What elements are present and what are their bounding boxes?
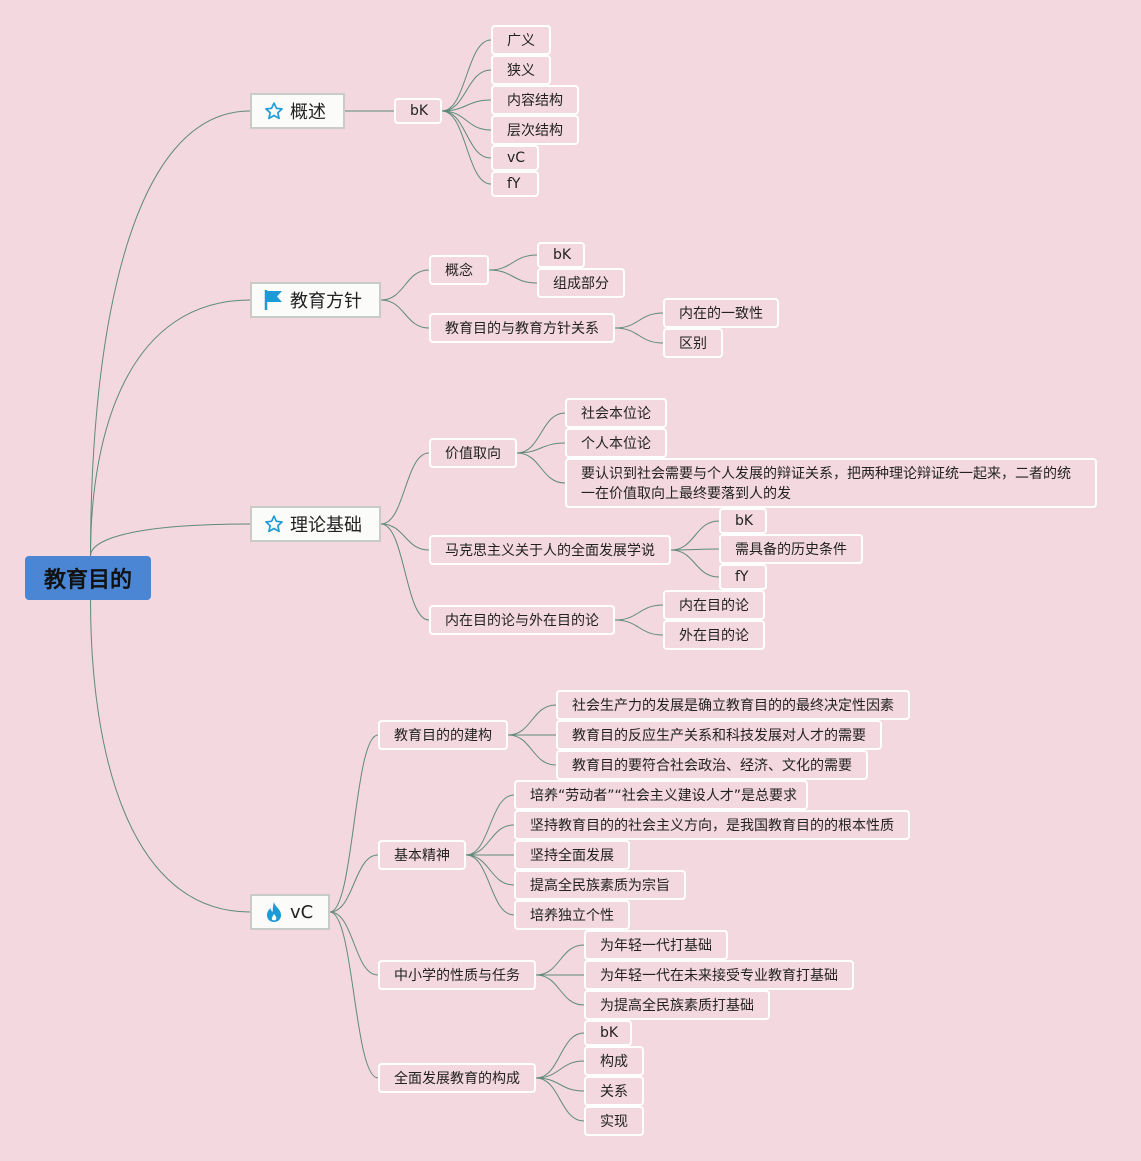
vc-school-item[interactable]: 为年轻一代在未来接受专业教育打基础 [584,960,854,990]
overview-item[interactable]: fY [491,171,539,197]
branch-label: 理论基础 [290,515,362,536]
connector [90,523,251,557]
overview-item[interactable]: 层次结构 [491,115,579,145]
connector [535,1032,585,1079]
flag-icon [262,288,286,312]
connector [90,299,251,557]
connector [614,312,664,329]
connector [535,1077,585,1122]
connector [516,452,566,484]
connector [380,269,430,301]
connector [441,110,492,131]
vc-spirit-item[interactable]: 坚持教育目的的社会主义方向，是我国教育目的的根本性质 [514,810,910,840]
vc-whole[interactable]: 全面发展教育的构成 [378,1063,536,1093]
branch-label: 概述 [290,102,326,123]
branch-label: 教育方针 [290,291,362,312]
connector [329,911,379,976]
connector [614,619,664,636]
connector [670,549,720,578]
overview-item[interactable]: vC [491,145,539,171]
connector [441,39,492,112]
vc-school[interactable]: 中小学的性质与任务 [378,960,536,990]
overview-hub[interactable]: bK [394,98,442,124]
connector [441,110,492,159]
overview-item[interactable]: 狭义 [491,55,551,85]
vc-spirit-item[interactable]: 提高全民族素质为宗旨 [514,870,686,900]
star-icon [262,512,286,536]
connector [441,69,492,112]
overview-item[interactable]: 广义 [491,25,551,55]
theory-value-item[interactable]: 要认识到社会需要与个人发展的辩证关系，把两种理论辩证统一起来，二者的统一在价值取… [565,458,1097,508]
flame-icon [262,900,286,924]
connector [465,854,515,886]
connector [535,974,585,1006]
vc-build-item[interactable]: 教育目的要符合社会政治、经济、文化的需要 [556,750,868,780]
theory-inner-item[interactable]: 内在目的论 [663,590,765,620]
theory-value-item[interactable]: 社会本位论 [565,398,667,428]
theory-marx[interactable]: 马克思主义关于人的全面发展学说 [429,535,671,565]
connector [488,269,538,284]
connector [441,99,492,112]
branch-label: vC [290,901,314,923]
connector [488,254,538,271]
connector [670,520,720,551]
connector [465,794,515,856]
connector [329,734,379,913]
connector [670,548,720,551]
branch-vc[interactable]: vC [250,894,330,930]
connector [535,1060,585,1079]
connector [614,327,664,344]
star-icon [262,99,286,123]
vc-whole-item[interactable]: 实现 [584,1106,644,1136]
theory-inner-item[interactable]: 外在目的论 [663,620,765,650]
vc-whole-item[interactable]: 构成 [584,1046,644,1076]
vc-spirit-item[interactable]: 培养“劳动者”“社会主义建设人才”是总要求 [514,780,808,810]
vc-spirit[interactable]: 基本精神 [378,840,466,870]
connector [441,110,492,185]
overview-item[interactable]: 内容结构 [491,85,579,115]
branch-overview[interactable]: 概述 [250,93,345,129]
connector [380,299,430,329]
vc-spirit-item[interactable]: 培养独立个性 [514,900,630,930]
connector [329,854,379,913]
connector [507,734,557,766]
connector [90,599,251,913]
vc-school-item[interactable]: 为提高全民族素质打基础 [584,990,770,1020]
connector [380,523,430,621]
policy-concept-item[interactable]: bK [537,242,585,268]
connector [507,704,557,736]
connector [90,110,251,557]
vc-build[interactable]: 教育目的的建构 [378,720,508,750]
branch-theory[interactable]: 理论基础 [250,506,381,542]
vc-spirit-item[interactable]: 坚持全面发展 [514,840,630,870]
theory-marx-item[interactable]: bK [719,508,767,534]
connector [380,523,430,551]
theory-value[interactable]: 价值取向 [429,438,517,468]
theory-value-item[interactable]: 个人本位论 [565,428,667,458]
theory-marx-item[interactable]: 需具备的历史条件 [719,534,863,564]
root-topic[interactable]: 教育目的 [25,556,151,600]
connector [535,944,585,976]
connector [329,911,379,1079]
vc-build-item[interactable]: 教育目的反应生产关系和科技发展对人才的需要 [556,720,882,750]
vc-build-item[interactable]: 社会生产力的发展是确立教育目的的最终决定性因素 [556,690,910,720]
vc-school-item[interactable]: 为年轻一代打基础 [584,930,728,960]
policy-concept-item[interactable]: 组成部分 [537,268,625,298]
connector [465,824,515,856]
theory-marx-item[interactable]: fY [719,564,767,590]
connector [516,442,566,454]
vc-whole-item[interactable]: bK [584,1020,632,1046]
policy-relation-item[interactable]: 区别 [663,328,723,358]
connector [516,412,566,454]
theory-inner[interactable]: 内在目的论与外在目的论 [429,605,615,635]
policy-relation-item[interactable]: 内在的一致性 [663,298,779,328]
connector [465,854,515,916]
policy-concept[interactable]: 概念 [429,255,489,285]
branch-policy[interactable]: 教育方针 [250,282,381,318]
policy-relation[interactable]: 教育目的与教育方针关系 [429,313,615,343]
connector [614,604,664,621]
connector [380,452,430,525]
vc-whole-item[interactable]: 关系 [584,1076,644,1106]
